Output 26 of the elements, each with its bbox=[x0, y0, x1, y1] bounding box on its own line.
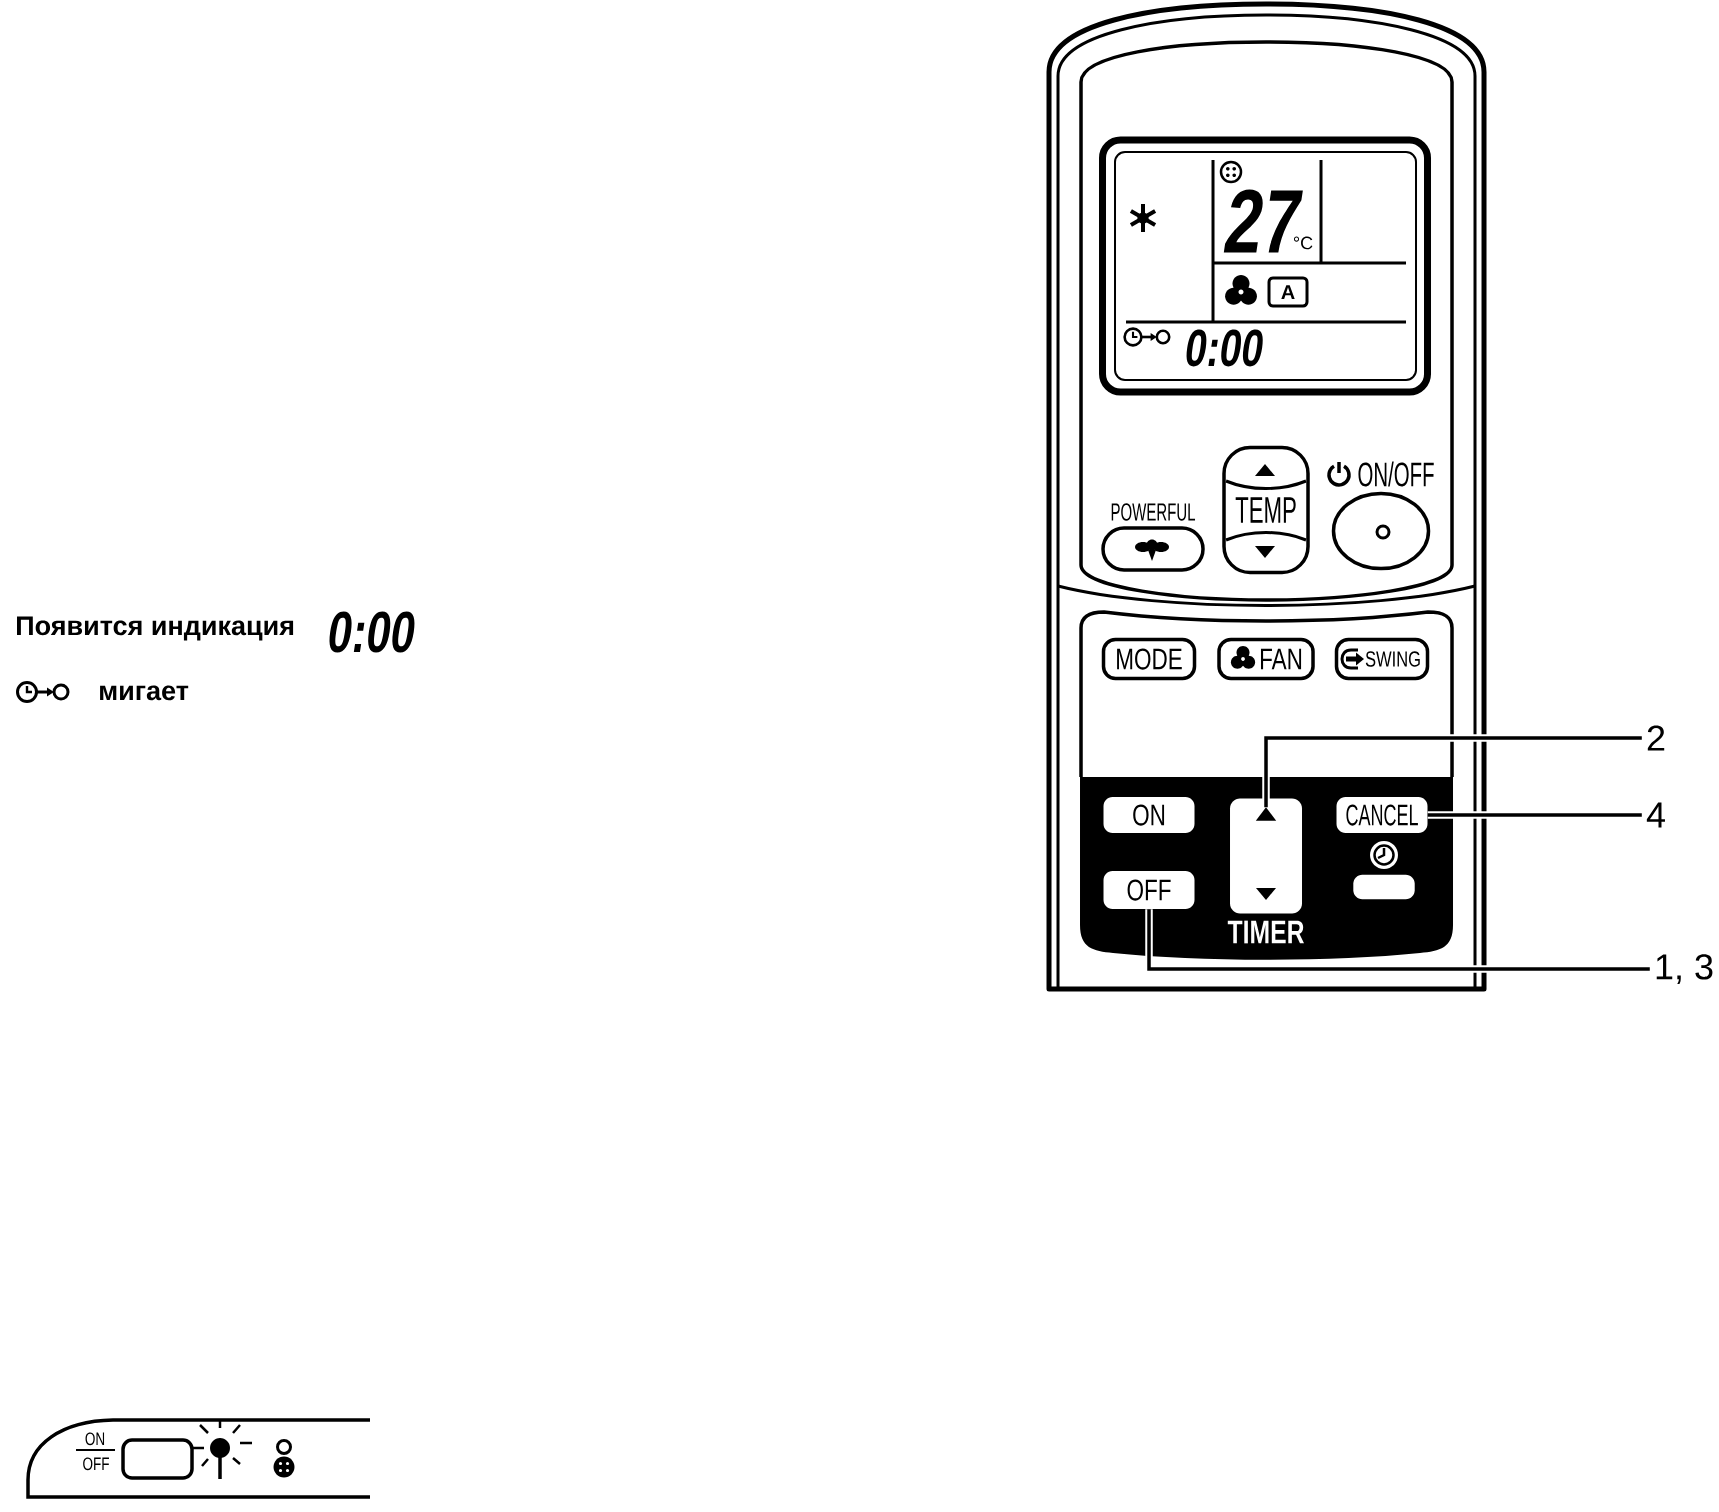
callout-number: 2 bbox=[1647, 725, 1665, 751]
leader-line bbox=[1427, 811, 1642, 819]
switch-label: OFF bbox=[83, 1457, 109, 1471]
callout-number: 4 bbox=[1646, 802, 1665, 828]
button: SWING bbox=[1334, 637, 1430, 681]
lcd-digits: 0:00 bbox=[329, 611, 415, 653]
note-text: Появится индикация bbox=[17, 616, 294, 641]
node-label: TIMER bbox=[1227, 920, 1304, 944]
node-label: ON/OFF bbox=[1358, 461, 1434, 487]
leader-line bbox=[1145, 909, 1650, 973]
indicator-box: A bbox=[1267, 276, 1309, 308]
button: ON bbox=[1103, 797, 1195, 833]
button: POWERFUL bbox=[1101, 503, 1205, 572]
button: TIMER bbox=[1227, 798, 1304, 944]
switch-label: ON bbox=[85, 1432, 105, 1446]
button: ON/OFF bbox=[1331, 461, 1434, 571]
callout-number: 1, 3 bbox=[1656, 954, 1713, 984]
button: MODE bbox=[1101, 637, 1197, 681]
leader-line bbox=[1262, 734, 1642, 808]
note-text: мигает bbox=[100, 685, 189, 701]
button: FAN bbox=[1217, 637, 1315, 681]
node-label: POWERFUL bbox=[1111, 503, 1196, 521]
button: OFF bbox=[1103, 871, 1195, 909]
rocker-button: TEMP bbox=[1222, 445, 1310, 575]
button: CANCEL bbox=[1336, 797, 1428, 833]
triangle-icon bbox=[1255, 807, 1277, 821]
